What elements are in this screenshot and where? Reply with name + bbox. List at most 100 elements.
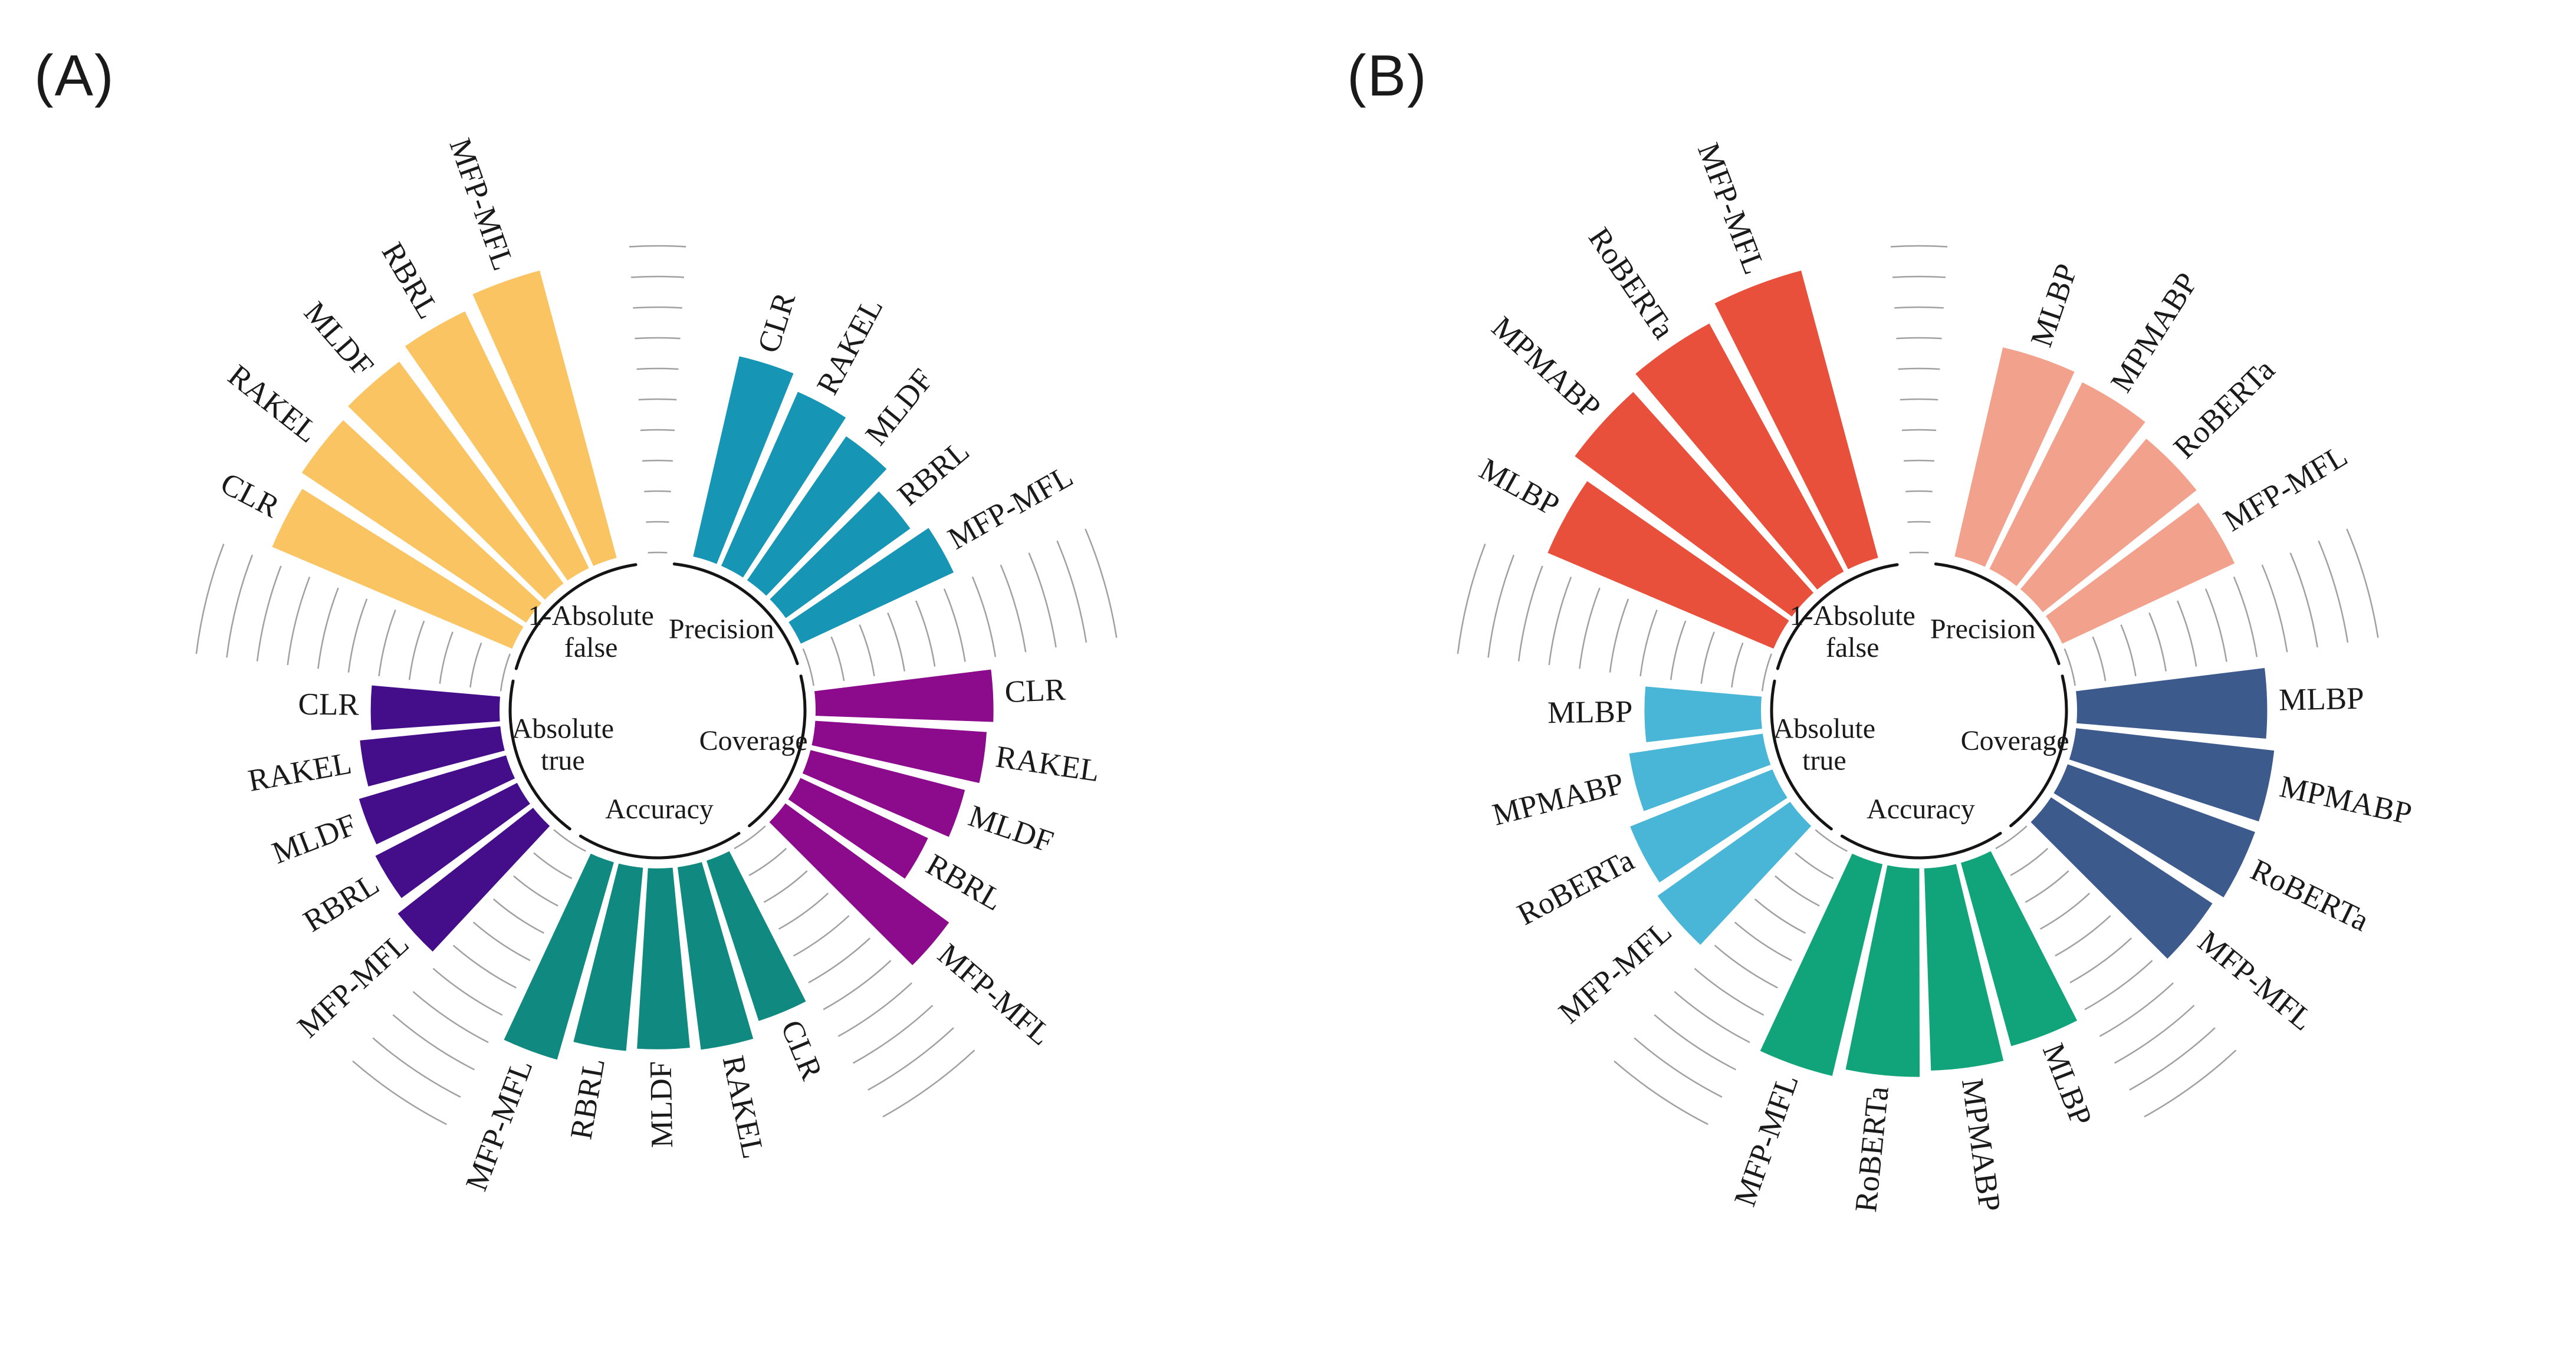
rose-bar	[375, 782, 530, 898]
metric-label: Precision	[1930, 613, 2036, 644]
bar-label: MFP-MFL	[459, 1055, 540, 1195]
grid-arc	[1815, 829, 1848, 852]
grid-arc	[793, 915, 850, 957]
grid-arc	[1457, 544, 1486, 654]
grid-arc	[392, 1014, 475, 1071]
inner-arc	[514, 563, 638, 670]
bar-label: CLR	[774, 1015, 829, 1085]
inner-arc	[2009, 674, 2068, 828]
grid-arc	[830, 636, 845, 682]
rose-bar	[504, 853, 614, 1060]
bar-label: MLDF	[964, 799, 1057, 860]
radial-axis-tick	[1904, 459, 1934, 462]
grid-arc	[372, 1037, 461, 1098]
bar-label: RAKEL	[810, 292, 890, 400]
bar-label: RBRL	[564, 1056, 612, 1142]
bar-label: MFP-MFL	[1552, 914, 1678, 1031]
grid-arc	[2069, 937, 2132, 983]
rose-bar	[721, 391, 846, 578]
grid-arc	[1700, 631, 1715, 684]
rose-bar	[1714, 270, 1878, 570]
grid-arc	[352, 1060, 447, 1125]
rose-bar	[693, 356, 794, 564]
rose-bar	[1760, 853, 1883, 1076]
bar-label: CLR	[298, 687, 359, 722]
grid-arc	[1639, 609, 1658, 677]
rose-bar	[788, 778, 928, 879]
grid-arc	[887, 612, 906, 672]
grid-arc	[1670, 620, 1687, 680]
inner-arc	[1776, 563, 1899, 670]
grid-arc	[1487, 554, 1515, 658]
rose-bar	[2046, 502, 2235, 644]
metric-label: true	[1802, 745, 1846, 776]
grid-arc	[493, 898, 545, 934]
radial-axis-tick	[1894, 306, 1944, 309]
grid-arc	[2148, 612, 2167, 672]
grid-arc	[2092, 636, 2107, 682]
bar-label: RoBERTa	[2245, 853, 2374, 938]
panel-b-label: (B)	[1347, 43, 1428, 108]
bar-label: MLDF	[859, 363, 940, 452]
grid-arc	[882, 1049, 975, 1118]
grid-arc	[853, 1005, 934, 1064]
grid-arc	[1754, 898, 1806, 934]
grid-arc	[1614, 1060, 1708, 1125]
grid-arc	[2129, 1027, 2216, 1091]
bar-label: RAKEL	[716, 1053, 771, 1162]
grid-arc	[971, 576, 997, 657]
bar-label: MPMABP	[1489, 766, 1627, 832]
bar-label: CLR	[1004, 673, 1067, 710]
rose-bar	[348, 361, 564, 600]
rose-bar	[1845, 865, 1920, 1077]
rose-bar	[2069, 728, 2275, 822]
grid-arc	[469, 642, 482, 688]
rose-bar	[1644, 686, 1762, 742]
rose-bar	[769, 803, 949, 966]
metric-label: Absolute	[1773, 713, 1875, 745]
grid-arc	[763, 870, 808, 903]
grid-arc	[2114, 1005, 2195, 1064]
inner-arc	[748, 674, 807, 828]
bar-label: MFP-MFL	[1691, 139, 1772, 279]
metric-label: Coverage	[699, 725, 808, 756]
grid-arc	[1674, 991, 1750, 1044]
grid-arc	[226, 554, 254, 658]
grid-arc	[1995, 825, 2028, 850]
grid-arc	[2346, 528, 2379, 638]
rose-bar	[1635, 323, 1844, 590]
bar-label: MPMABP	[2277, 769, 2415, 831]
rose-bar	[370, 685, 501, 730]
bar-label: MLBP	[2024, 259, 2084, 351]
grid-arc	[943, 588, 966, 662]
grid-arc	[195, 544, 225, 654]
rose-bar	[2076, 668, 2268, 739]
grid-arc	[778, 893, 829, 930]
bar-label: MLBP	[2036, 1039, 2098, 1131]
rose-bar	[1989, 382, 2145, 587]
grid-arc	[2010, 848, 2049, 876]
grid-arc	[1028, 552, 1057, 648]
rose-bar	[397, 808, 550, 952]
rose-bar	[677, 862, 754, 1050]
grid-arc	[823, 960, 892, 1011]
inner-arc	[579, 831, 741, 860]
grid-arc	[1654, 1014, 1737, 1071]
radial-axis-tick	[636, 367, 679, 370]
grid-arc	[2055, 915, 2111, 957]
radial-axis-tick	[638, 398, 677, 401]
bar-label: MFP-MFL	[2191, 924, 2319, 1038]
bar-label: MFP-MFL	[442, 134, 520, 275]
bar-label: MLDF	[268, 808, 361, 871]
metric-label: 1-Absolute	[1790, 600, 1915, 631]
grid-arc	[553, 829, 586, 852]
rose-bar	[1630, 769, 1788, 883]
grid-arc	[734, 825, 766, 850]
rose-bar	[1575, 391, 1814, 617]
panel-a-label: (A)	[34, 43, 115, 108]
grid-arc	[439, 631, 454, 684]
grid-arc	[1694, 967, 1765, 1016]
bar-label: MPMABP	[2104, 267, 2204, 399]
